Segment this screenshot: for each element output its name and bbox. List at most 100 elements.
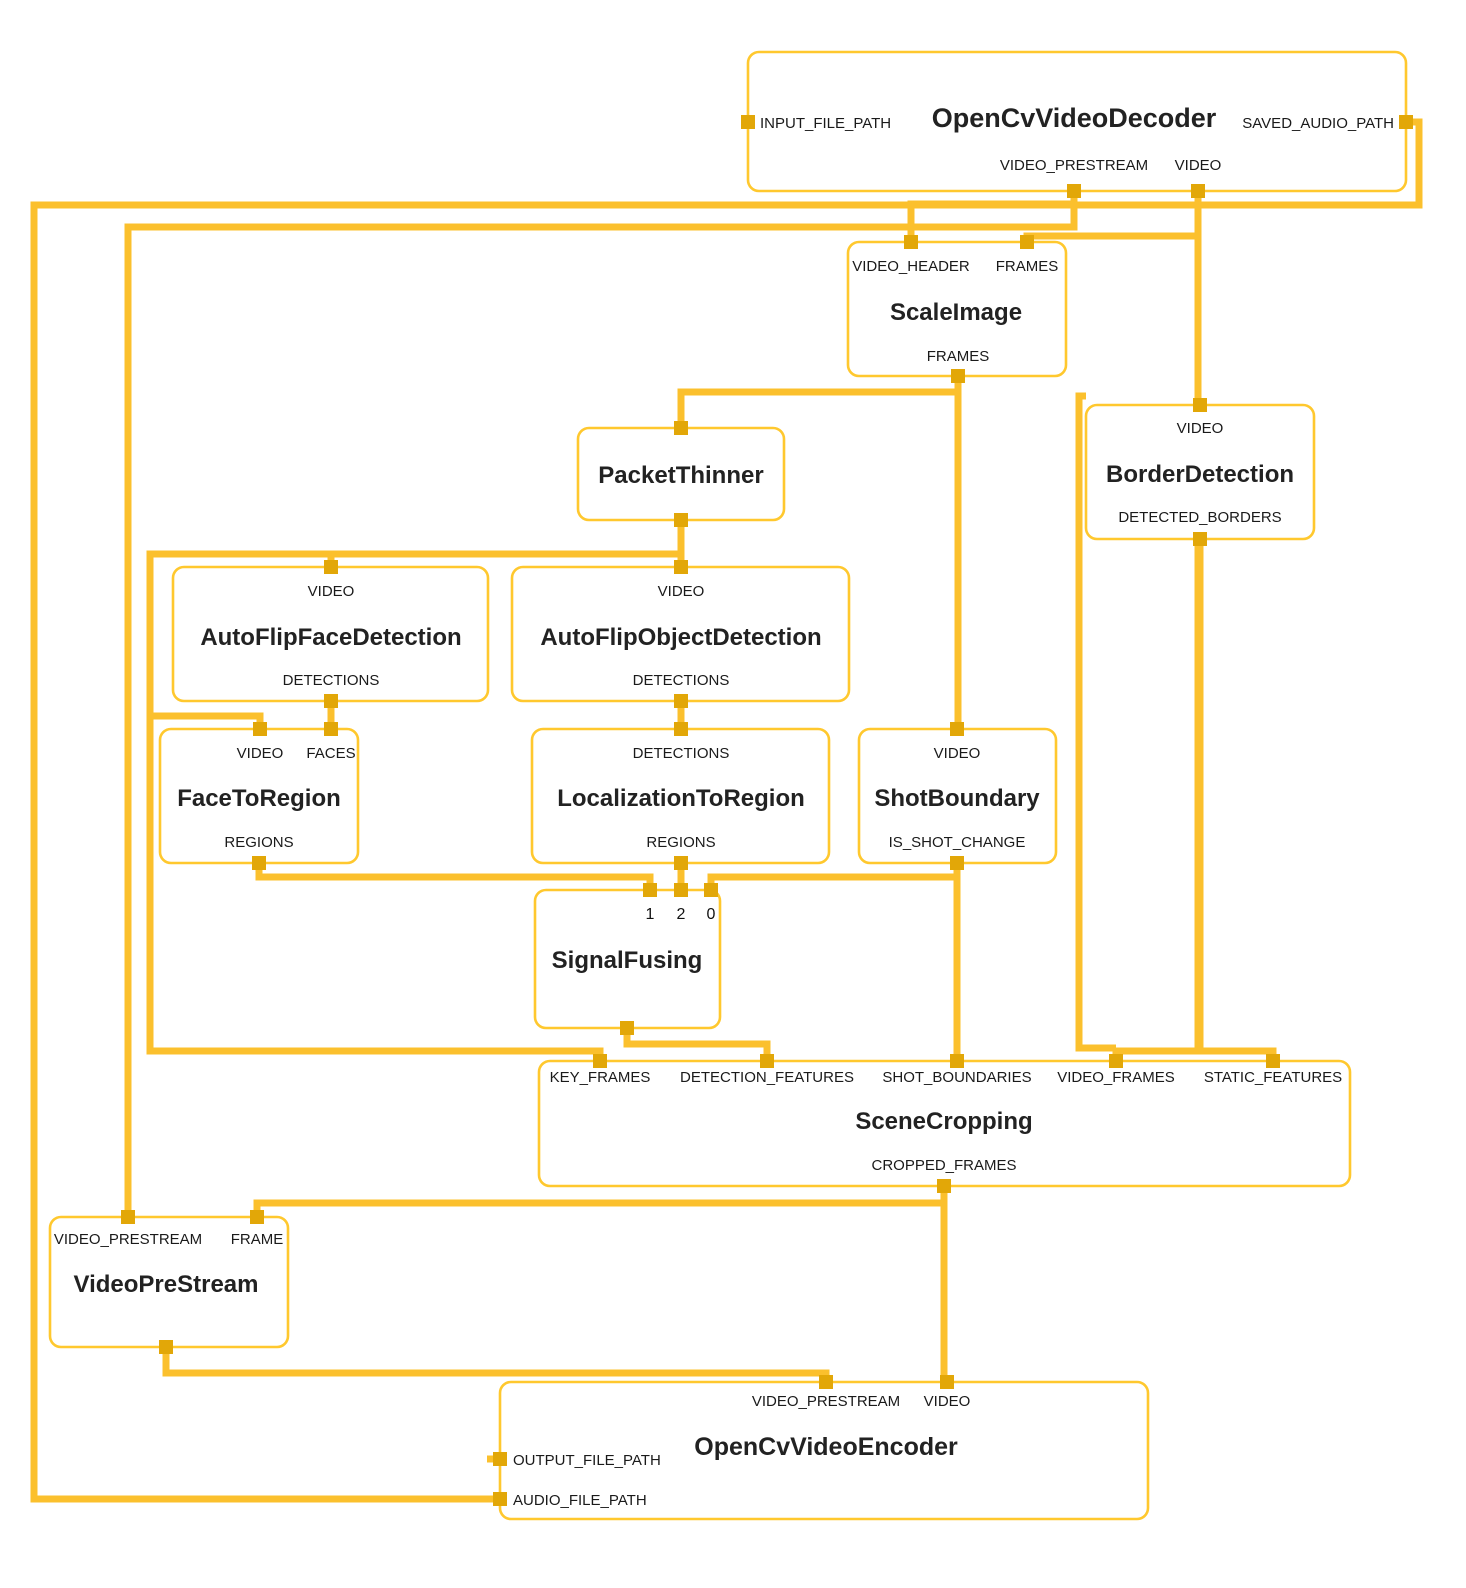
port-input-opencv_video_encoder-output_file_path[interactable]: OUTPUT_FILE_PATH <box>493 1452 661 1469</box>
node-border_detection[interactable]: BorderDetection <box>1084 403 1316 541</box>
port-input-video_pre_stream-video_prestream[interactable]: VIDEO_PRESTREAM <box>54 1210 202 1248</box>
port-input-scale_image-video_header[interactable]: VIDEO_HEADER <box>852 235 970 275</box>
node-scene_cropping[interactable]: SceneCropping <box>537 1059 1352 1188</box>
node-localization_to_region[interactable]: LocalizationToRegion <box>530 727 831 865</box>
port-square[interactable] <box>674 883 688 897</box>
port-input-scene_cropping-shot_boundaries[interactable]: SHOT_BOUNDARIES <box>882 1054 1032 1086</box>
port-output-autoflip_object_detection-detections[interactable]: DETECTIONS <box>633 672 730 708</box>
port-square[interactable] <box>951 369 965 383</box>
port-output-opencv_video_decoder-video[interactable]: VIDEO <box>1175 157 1222 198</box>
node-shot_boundary[interactable]: ShotBoundary <box>857 727 1058 865</box>
port-square[interactable] <box>1109 1054 1123 1068</box>
port-square[interactable] <box>250 1210 264 1224</box>
node-packet_thinner[interactable]: PacketThinner <box>576 426 786 522</box>
port-square[interactable] <box>674 694 688 708</box>
port-square[interactable] <box>1193 398 1207 412</box>
port-output-shot_boundary-is_shot_change[interactable]: IS_SHOT_CHANGE <box>889 834 1026 870</box>
port-label: FACES <box>306 745 355 762</box>
port-output-opencv_video_decoder-video_prestream[interactable]: VIDEO_PRESTREAM <box>1000 157 1148 198</box>
edge-shotboundary-to-signalfusing-0 <box>707 863 961 890</box>
port-square[interactable] <box>1191 184 1205 198</box>
port-input-scene_cropping-key_frames[interactable]: KEY_FRAMES <box>550 1054 651 1086</box>
port-output-opencv_video_decoder-saved_audio_path[interactable]: SAVED_AUDIO_PATH <box>1242 115 1413 132</box>
port-square[interactable] <box>950 856 964 870</box>
port-square[interactable] <box>1020 235 1034 249</box>
port-output-scale_image-frames[interactable]: FRAMES <box>927 348 990 383</box>
port-square[interactable] <box>493 1452 507 1466</box>
port-label: 1 <box>646 906 655 923</box>
port-input-opencv_video_encoder-video[interactable]: VIDEO <box>924 1375 971 1410</box>
port-square[interactable] <box>674 513 688 527</box>
port-input-signal_fusing-2[interactable]: 2 <box>674 883 688 923</box>
port-square[interactable] <box>253 722 267 736</box>
port-output-face_to_region-regions[interactable]: REGIONS <box>224 834 294 870</box>
port-square[interactable] <box>760 1054 774 1068</box>
port-square[interactable] <box>643 883 657 897</box>
node-title-opencv_video_decoder: OpenCvVideoDecoder <box>932 103 1217 133</box>
port-square[interactable] <box>159 1340 173 1354</box>
port-square[interactable] <box>324 694 338 708</box>
port-input-video_pre_stream-frame[interactable]: FRAME <box>231 1210 284 1248</box>
port-input-border_detection-video[interactable]: VIDEO <box>1177 398 1224 437</box>
port-input-signal_fusing-1[interactable]: 1 <box>643 883 657 923</box>
port-input-scene_cropping-video_frames[interactable]: VIDEO_FRAMES <box>1057 1054 1175 1086</box>
port-square[interactable] <box>950 1054 964 1068</box>
port-square[interactable] <box>1399 115 1413 129</box>
port-square[interactable] <box>493 1492 507 1506</box>
node-signal_fusing[interactable]: SignalFusing <box>533 888 722 1030</box>
port-square[interactable] <box>819 1375 833 1389</box>
port-square[interactable] <box>704 883 718 897</box>
port-input-autoflip_face_detection-video[interactable]: VIDEO <box>308 560 355 600</box>
port-square[interactable] <box>904 235 918 249</box>
port-square[interactable] <box>620 1021 634 1035</box>
port-input-face_to_region-faces[interactable]: FACES <box>306 722 356 762</box>
port-output-packet_thinner[interactable] <box>674 513 688 527</box>
node-autoflip_face_detection[interactable]: AutoFlipFaceDetection <box>171 565 490 703</box>
port-square[interactable] <box>324 722 338 736</box>
node-opencv_video_decoder[interactable]: OpenCvVideoDecoder <box>746 50 1408 193</box>
port-square[interactable] <box>674 421 688 435</box>
port-input-scene_cropping-static_features[interactable]: STATIC_FEATURES <box>1204 1054 1342 1086</box>
port-input-scale_image-frames[interactable]: FRAMES <box>996 235 1059 275</box>
port-square[interactable] <box>940 1375 954 1389</box>
port-square[interactable] <box>674 722 688 736</box>
port-square[interactable] <box>1266 1054 1280 1068</box>
port-square[interactable] <box>324 560 338 574</box>
port-output-signal_fusing[interactable] <box>620 1021 634 1035</box>
port-square[interactable] <box>593 1054 607 1068</box>
node-face_to_region[interactable]: FaceToRegion <box>158 727 360 865</box>
port-input-autoflip_object_detection-video[interactable]: VIDEO <box>658 560 705 600</box>
port-square[interactable] <box>674 856 688 870</box>
port-input-opencv_video_encoder-video_prestream[interactable]: VIDEO_PRESTREAM <box>752 1375 900 1410</box>
node-scale_image[interactable]: ScaleImage <box>846 240 1068 378</box>
port-input-localization_to_region-detections[interactable]: DETECTIONS <box>633 722 730 762</box>
node-title-scale_image: ScaleImage <box>890 299 1022 326</box>
port-square[interactable] <box>674 560 688 574</box>
port-input-opencv_video_decoder-input_file_path[interactable]: INPUT_FILE_PATH <box>741 115 891 132</box>
port-output-video_pre_stream[interactable] <box>159 1340 173 1354</box>
port-square[interactable] <box>937 1179 951 1193</box>
node-autoflip_object_detection[interactable]: AutoFlipObjectDetection <box>510 565 851 703</box>
port-square[interactable] <box>741 115 755 129</box>
port-label: FRAME <box>231 1231 284 1248</box>
port-output-autoflip_face_detection-detections[interactable]: DETECTIONS <box>283 672 380 708</box>
port-input-opencv_video_encoder-audio_file_path[interactable]: AUDIO_FILE_PATH <box>493 1492 647 1509</box>
port-square[interactable] <box>252 856 266 870</box>
port-output-scene_cropping-cropped_frames[interactable]: CROPPED_FRAMES <box>871 1157 1017 1193</box>
port-output-border_detection-detected_borders[interactable]: DETECTED_BORDERS <box>1118 509 1282 546</box>
node-title-face_to_region: FaceToRegion <box>177 785 341 812</box>
port-input-signal_fusing-0[interactable]: 0 <box>704 883 718 923</box>
port-label: 2 <box>677 906 686 923</box>
port-output-localization_to_region-regions[interactable]: REGIONS <box>646 834 716 870</box>
port-input-packet_thinner[interactable] <box>674 421 688 435</box>
port-square[interactable] <box>1067 184 1081 198</box>
node-video_pre_stream[interactable]: VideoPreStream <box>48 1215 290 1349</box>
port-input-shot_boundary-video[interactable]: VIDEO <box>934 722 981 762</box>
port-square[interactable] <box>950 722 964 736</box>
port-square[interactable] <box>121 1210 135 1224</box>
node-opencv_video_encoder[interactable]: OpenCvVideoEncoder <box>498 1380 1150 1521</box>
port-input-face_to_region-video[interactable]: VIDEO <box>237 722 284 762</box>
port-square[interactable] <box>1193 532 1207 546</box>
port-input-scene_cropping-detection_features[interactable]: DETECTION_FEATURES <box>680 1054 854 1086</box>
